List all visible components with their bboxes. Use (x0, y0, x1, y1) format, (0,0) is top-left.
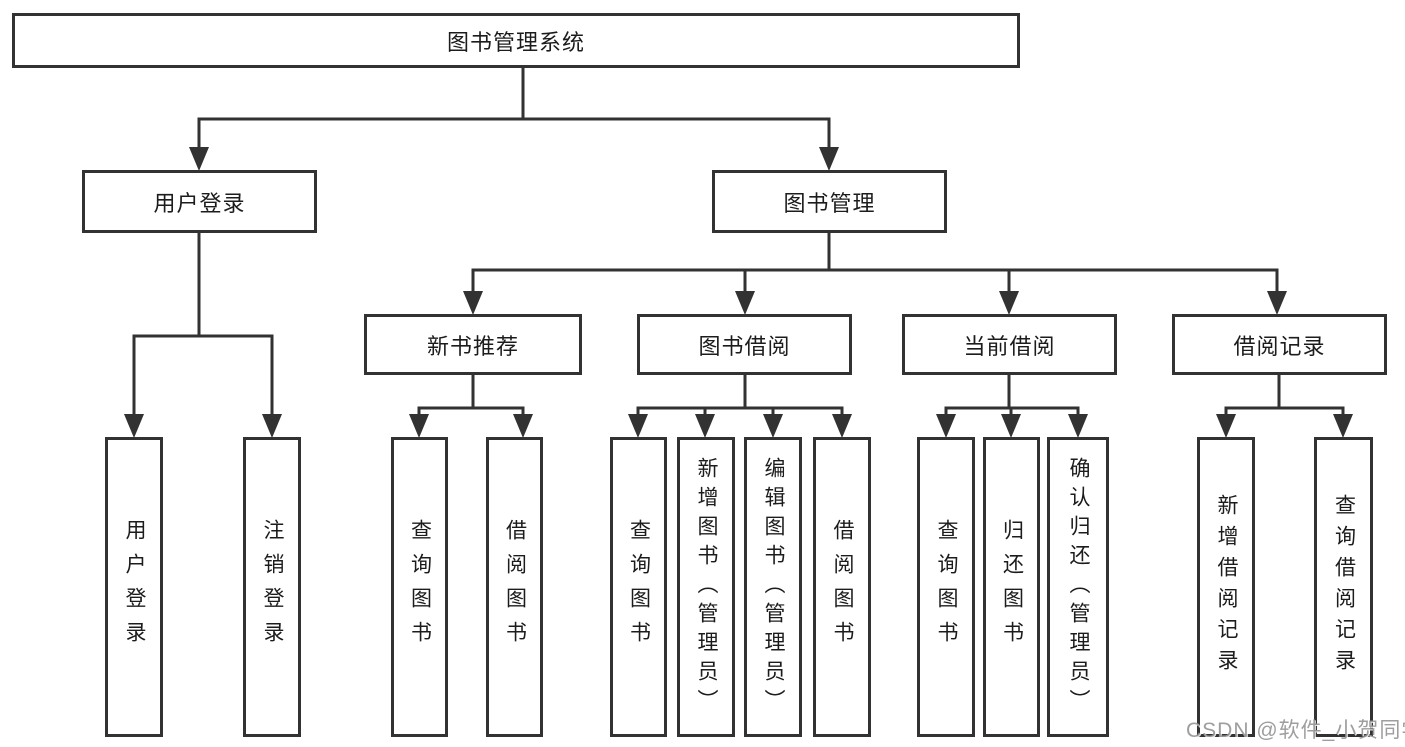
leaf-query-books-borrowing: 查询图书 (610, 437, 667, 737)
leaf-query-borrowing-record: 查询借阅记录 (1314, 437, 1373, 737)
node-library-management-system: 图书管理系统 (12, 13, 1020, 68)
node-current-borrowing: 当前借阅 (902, 314, 1117, 375)
leaf-return-books: 归还图书 (983, 437, 1040, 737)
node-book-management: 图书管理 (712, 170, 947, 233)
leaf-edit-books-admin: 编辑图书（管理员） (744, 437, 802, 737)
leaf-add-books-admin: 新增图书（管理员） (677, 437, 735, 737)
leaf-borrow-books-recommend: 借阅图书 (486, 437, 543, 737)
leaf-confirm-return-admin: 确认归还（管理员） (1047, 437, 1109, 737)
leaf-user-login: 用户登录 (105, 437, 163, 737)
leaf-query-books-current: 查询图书 (917, 437, 975, 737)
node-borrowing-records: 借阅记录 (1172, 314, 1387, 375)
csdn-watermark: CSDN @软件_小贺同学 (1186, 719, 1405, 742)
leaf-query-books-recommend: 查询图书 (391, 437, 448, 737)
leaf-borrow-books: 借阅图书 (813, 437, 871, 737)
leaf-logout: 注销登录 (243, 437, 301, 737)
node-new-book-recommendation: 新书推荐 (364, 314, 582, 375)
node-user-login: 用户登录 (82, 170, 317, 233)
arrowheads (124, 147, 1353, 438)
node-book-borrowing: 图书借阅 (637, 314, 852, 375)
leaf-add-borrowing-record: 新增借阅记录 (1197, 437, 1255, 737)
